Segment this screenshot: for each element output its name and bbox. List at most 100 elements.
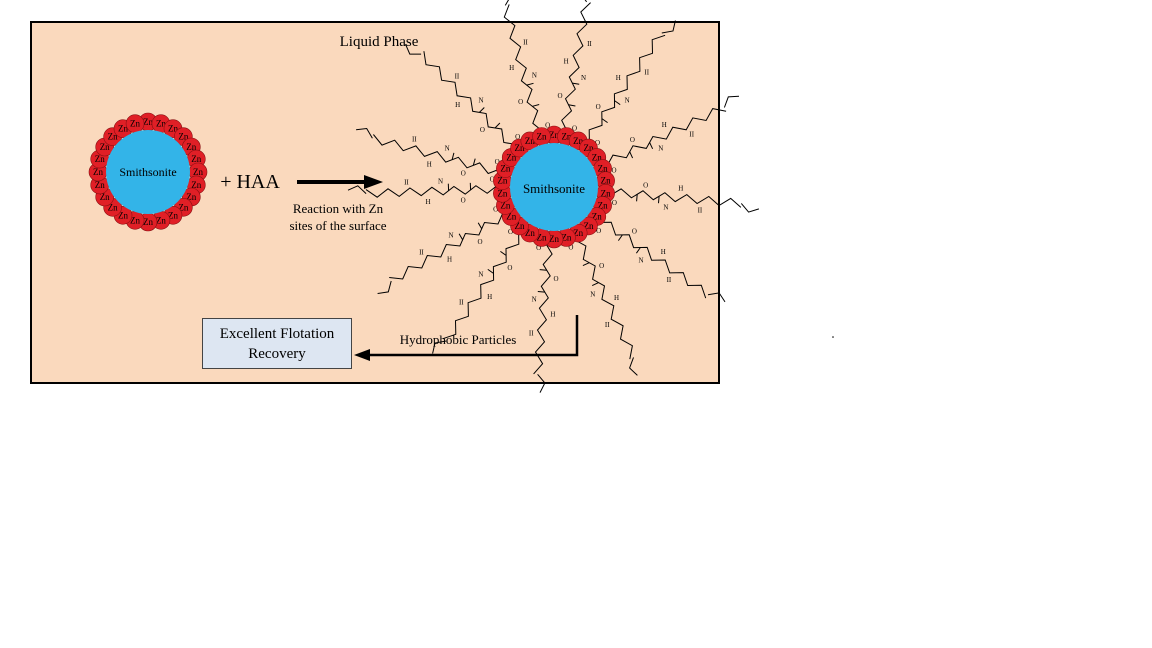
svg-text:N: N (532, 295, 537, 303)
svg-text:H: H (509, 64, 514, 72)
svg-text:Zn: Zn (168, 124, 178, 134)
svg-text:II: II (605, 321, 610, 329)
svg-text:O: O (518, 98, 523, 106)
svg-text:O: O (596, 103, 601, 111)
svg-text:O: O (515, 133, 520, 141)
svg-text:Zn: Zn (191, 154, 201, 164)
right-zn-site: Zn (532, 127, 551, 146)
svg-text:H: H (662, 121, 667, 129)
svg-text:O: O (536, 244, 541, 252)
svg-text:Zn: Zn (497, 176, 507, 186)
outcome-line1: Excellent Flotation (219, 325, 335, 342)
svg-text:Zn: Zn (549, 234, 559, 244)
svg-text:II: II (459, 298, 464, 306)
hydrophobic-arrow (354, 315, 579, 361)
svg-text:O: O (553, 275, 558, 283)
svg-text:O: O (568, 244, 573, 252)
svg-text:Zn: Zn (573, 136, 583, 146)
svg-text:Zn: Zn (178, 132, 188, 142)
svg-text:O: O (599, 262, 604, 270)
svg-text:Zn: Zn (592, 212, 602, 222)
reagent-label: + HAA (220, 171, 280, 193)
svg-text:O: O (508, 228, 513, 236)
svg-text:N: N (445, 145, 450, 153)
svg-text:H: H (427, 160, 432, 168)
collector-chain: O O N H II (405, 44, 522, 155)
svg-text:N: N (478, 96, 483, 104)
svg-text:Zn: Zn (561, 232, 571, 242)
svg-text:Zn: Zn (186, 142, 196, 152)
svg-text:Zn: Zn (500, 200, 510, 210)
svg-text:Zn: Zn (193, 167, 203, 177)
svg-text:Zn: Zn (537, 232, 547, 242)
svg-text:II: II (698, 206, 703, 214)
svg-text:O: O (630, 136, 635, 144)
svg-text:H: H (678, 185, 683, 193)
reaction-arrow (297, 175, 383, 189)
svg-text:O: O (493, 206, 498, 214)
svg-text:Zn: Zn (130, 119, 140, 129)
svg-text:O: O (632, 228, 637, 236)
svg-text:N: N (478, 271, 483, 279)
svg-text:Zn: Zn (95, 154, 105, 164)
svg-text:O: O (643, 182, 648, 190)
svg-text:Zn: Zn (118, 124, 128, 134)
svg-text:Zn: Zn (515, 143, 525, 153)
svg-text:H: H (487, 293, 492, 301)
collector-chain: O O N H II (580, 20, 676, 149)
svg-text:Zn: Zn (497, 188, 507, 198)
svg-text:N: N (590, 290, 595, 298)
svg-text:Zn: Zn (525, 228, 535, 238)
svg-text:Zn: Zn (156, 215, 166, 225)
svg-text:Zn: Zn (515, 221, 525, 231)
svg-text:O: O (490, 176, 495, 184)
svg-text:Zn: Zn (506, 152, 516, 162)
stray-dot (832, 336, 834, 338)
svg-text:Zn: Zn (601, 188, 611, 198)
svg-text:N: N (663, 203, 668, 211)
svg-text:II: II (587, 40, 592, 48)
svg-text:Zn: Zn (108, 132, 118, 142)
svg-text:Zn: Zn (561, 132, 571, 142)
svg-text:H: H (447, 255, 452, 263)
svg-text:N: N (581, 74, 586, 82)
svg-text:II: II (412, 136, 417, 144)
svg-text:Zn: Zn (118, 210, 128, 220)
svg-text:Zn: Zn (583, 221, 593, 231)
svg-text:N: N (448, 231, 453, 239)
svg-text:H: H (564, 57, 569, 65)
svg-text:II: II (644, 69, 649, 77)
svg-text:II: II (523, 39, 528, 47)
svg-text:Zn: Zn (95, 180, 105, 190)
svg-text:Zn: Zn (130, 215, 140, 225)
svg-text:H: H (425, 198, 430, 206)
svg-text:Zn: Zn (108, 202, 118, 212)
outcome-line2: Recovery (248, 345, 306, 362)
svg-text:II: II (419, 249, 424, 257)
svg-text:II: II (667, 276, 672, 284)
svg-text:Zn: Zn (178, 202, 188, 212)
svg-text:Zn: Zn (156, 119, 166, 129)
svg-text:Zn: Zn (525, 136, 535, 146)
svg-text:II: II (404, 179, 409, 187)
svg-text:Zn: Zn (500, 164, 510, 174)
svg-text:H: H (550, 310, 555, 318)
svg-text:O: O (480, 126, 485, 134)
svg-text:Zn: Zn (506, 212, 516, 222)
svg-text:Zn: Zn (601, 176, 611, 186)
svg-text:Zn: Zn (100, 192, 110, 202)
svg-text:O: O (461, 197, 466, 205)
svg-text:N: N (625, 97, 630, 105)
svg-text:Zn: Zn (93, 167, 103, 177)
svg-text:N: N (438, 178, 443, 186)
svg-text:Zn: Zn (168, 210, 178, 220)
svg-text:O: O (477, 238, 482, 246)
svg-text:O: O (545, 122, 550, 130)
svg-text:N: N (532, 72, 537, 80)
